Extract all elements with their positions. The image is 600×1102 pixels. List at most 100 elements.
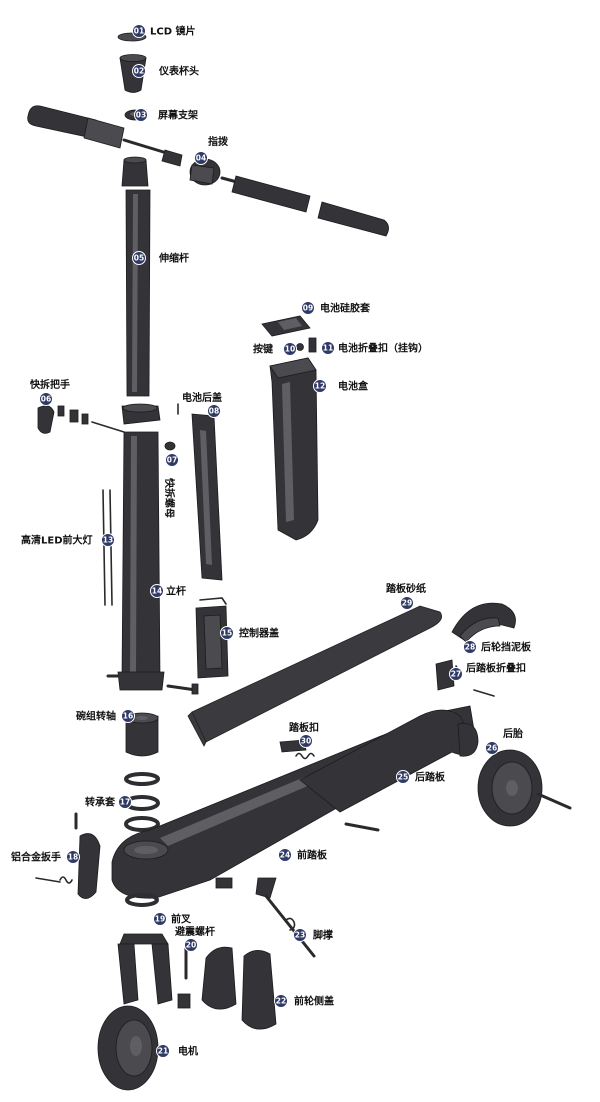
deck-underside-parts [215, 822, 380, 889]
callout-label: 高清LED前大灯 [21, 534, 93, 547]
callout-03: 03 屏幕支架 [134, 108, 198, 122]
motor-front-wheel-part [97, 1005, 159, 1091]
callout-label: 铝合金扳手 [11, 851, 61, 864]
handlebar-part [27, 105, 183, 167]
callout-number: 30 [301, 737, 311, 746]
callout-02: 02 仪表杯头 [132, 64, 199, 78]
callout-number: 11 [323, 344, 333, 353]
callout-13: 13 高清LED前大灯 [21, 533, 115, 547]
callout-22: 22 前轮侧盖 [274, 994, 334, 1008]
callout-number: 28 [465, 643, 475, 652]
callout-label: 控制器盖 [239, 627, 279, 640]
battery-silicone-sleeve-part [261, 315, 311, 337]
callout-20: 20 避震螺杆 [174, 925, 215, 952]
callout-number: 07 [167, 456, 177, 465]
callout-label: 仪表杯头 [158, 65, 199, 78]
callout-number: 16 [123, 712, 133, 721]
parts-illustration [27, 32, 572, 1091]
callout-label: 前轮侧盖 [294, 995, 334, 1008]
headset-shaft-part [125, 712, 159, 757]
callout-number: 06 [41, 395, 51, 404]
callout-number: 18 [68, 853, 78, 862]
callout-11: 11 电池折叠扣（挂钩） [321, 341, 428, 355]
callout-label: 碗组转轴 [76, 710, 116, 723]
callout-05: 05 伸缩杆 [132, 251, 189, 265]
callout-number: 25 [398, 773, 408, 782]
standing-pole-part [106, 431, 199, 695]
callout-17: 17 转承套 [85, 795, 132, 809]
battery-back-cover-part [191, 413, 223, 581]
callout-label: 按键 [253, 343, 274, 356]
callout-27: 27 后踏板折叠扣 [449, 662, 526, 681]
callout-label: 前踏板 [297, 849, 328, 862]
callout-label: 快拆把手 [29, 378, 70, 391]
callout-number: 10 [285, 345, 295, 354]
callout-07: 07 快拆螺母 [163, 453, 179, 518]
kickstand-part [255, 877, 316, 958]
callout-label: 后轮挡泥板 [481, 641, 532, 654]
callout-15: 15 控制器盖 [220, 626, 279, 640]
callout-06: 06 快拆把手 [29, 378, 70, 406]
shock-screw-part [177, 942, 191, 1009]
handlebar-right-grip-part [231, 175, 389, 237]
callout-04: 04 指拨 [194, 135, 229, 165]
callout-label: 伸缩杆 [158, 252, 189, 265]
quick-release-nut-part [164, 441, 176, 451]
callout-label: 指拨 [208, 135, 229, 148]
callout-label: 后踏板 [415, 771, 446, 784]
callout-09: 09 电池硅胶套 [301, 301, 371, 315]
rear-deck-part [299, 709, 479, 813]
front-wheel-side-cover-part [201, 946, 277, 1030]
callout-number: 13 [103, 536, 113, 545]
callout-26: 26 后胎 [485, 727, 523, 755]
callout-label: LCD 镜片 [150, 25, 196, 38]
battery-box-part [269, 357, 319, 541]
callout-30: 30 踏板扣 [289, 721, 319, 748]
callout-29: 29 踏板砂纸 [386, 582, 426, 610]
callouts: 01 LCD 镜片 02 仪表杯头 03 屏幕支架 04 指拨 05 伸缩杆 0… [11, 24, 532, 1058]
callout-label: 电池盒 [338, 380, 369, 393]
aluminum-wrench-part [35, 833, 101, 899]
callout-number: 12 [315, 382, 325, 391]
deck-grip-tape-part [187, 605, 443, 747]
callout-number: 21 [158, 1047, 168, 1056]
callout-21: 21 电机 [156, 1044, 198, 1058]
callout-label: 后踏板折叠扣 [466, 662, 526, 675]
callout-number: 27 [451, 670, 461, 679]
callout-number: 03 [136, 111, 146, 120]
callout-14: 14 立杆 [150, 584, 186, 598]
callout-number: 19 [155, 915, 165, 924]
tube-collar-part [121, 403, 161, 425]
callout-label: 屏幕支架 [157, 109, 198, 122]
callout-01: 01 LCD 镜片 [132, 24, 196, 38]
callout-label: 前叉 [171, 913, 192, 926]
callout-label: 转承套 [85, 796, 116, 809]
callout-label: 踏板砂纸 [386, 582, 426, 595]
callout-label: 电池后盖 [182, 391, 222, 404]
rear-tire-part [477, 749, 572, 827]
battery-fold-clip-part [308, 337, 317, 353]
callout-number: 04 [196, 154, 206, 163]
callout-number: 05 [134, 254, 144, 263]
callout-label: 脚撑 [313, 929, 333, 942]
callout-28: 28 后轮挡泥板 [463, 640, 532, 654]
callout-24: 24 前踏板 [278, 848, 328, 862]
rear-fender-part [451, 602, 516, 643]
callout-number: 17 [120, 798, 130, 807]
stem-joint-part [121, 156, 149, 187]
callout-25: 25 后踏板 [396, 770, 446, 784]
thumb-throttle-part [189, 158, 254, 188]
callout-number: 09 [303, 304, 313, 313]
callout-number: 22 [276, 997, 286, 1006]
callout-label: 电池硅胶套 [320, 302, 371, 315]
front-fork-part [117, 893, 173, 1005]
callout-08: 08 电池后盖 [182, 391, 222, 418]
callout-label: 快拆螺母 [163, 477, 176, 518]
callout-number: 24 [280, 851, 290, 860]
quick-release-handle-part [37, 405, 125, 434]
controller-cover-part [195, 597, 229, 679]
callout-label: 电池折叠扣（挂钩） [338, 342, 428, 355]
callout-10: 10 按键 [253, 342, 297, 356]
